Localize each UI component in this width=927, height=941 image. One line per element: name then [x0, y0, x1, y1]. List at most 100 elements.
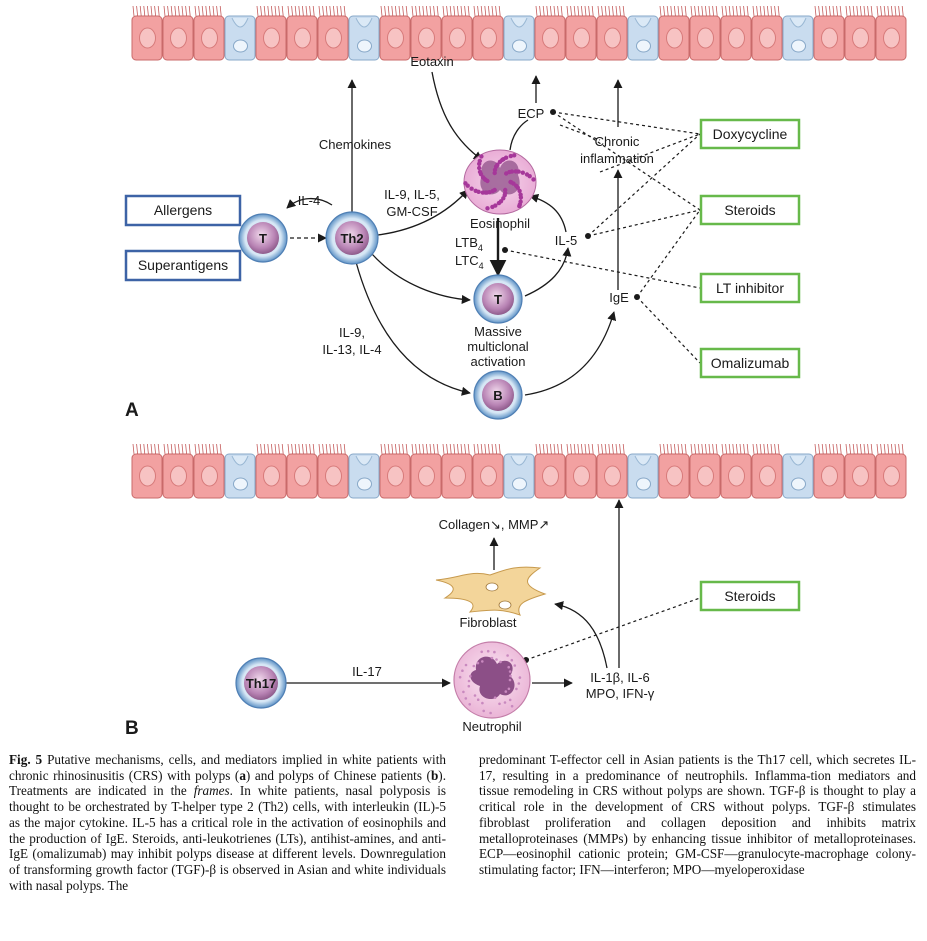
panel-a-arrows [286, 71, 623, 396]
eosinophil-granule [497, 159, 503, 164]
eosinophil-granule [517, 188, 522, 194]
epithelial-cell [317, 443, 349, 499]
eosinophil-granule [477, 165, 482, 171]
svg-text:Doxycycline: Doxycycline [713, 126, 788, 142]
eosinophil-granule [503, 190, 508, 196]
neutrophil-granule [504, 690, 508, 693]
eosinophil-granule [517, 203, 522, 209]
svg-text:Allergens: Allergens [154, 202, 212, 218]
neutrophil-granule [493, 696, 497, 699]
arrow-th2-il4-t [286, 197, 333, 209]
mpo-ifn-label: MPO, IFN-γ [586, 686, 655, 701]
neutrophil-granule [473, 694, 477, 697]
th2-cell: Th2 [325, 211, 379, 265]
goblet-cell [224, 453, 256, 499]
goblet-cell [782, 15, 814, 61]
th17-cell: Th17 [235, 657, 287, 709]
svg-text:Steroids: Steroids [724, 202, 775, 218]
epithelial-cell [596, 443, 628, 499]
arrow-th2-t [371, 253, 471, 304]
neutrophil-granule [480, 650, 484, 654]
allergens-frame: Allergens [124, 194, 242, 227]
neutrophil-granule [482, 709, 486, 713]
inflammation-label: inflammation [580, 151, 654, 166]
neutrophil-granule [486, 649, 490, 653]
epithelial-cell [534, 443, 566, 499]
eosinophil-granule [512, 153, 517, 158]
epithelial-cell [472, 5, 504, 61]
panel-b-label: B [125, 718, 139, 739]
t-cell-label: T [259, 231, 267, 246]
arrow-th2-b [355, 261, 471, 396]
epithelium-layer-a [131, 5, 907, 61]
epithelial-cell [658, 5, 690, 61]
goblet-cell [503, 453, 535, 499]
neutrophil-granule [515, 687, 518, 691]
neutrophil-granule [476, 661, 480, 665]
neutrophil-granule [508, 670, 512, 673]
eosinophil-granule [482, 176, 487, 182]
eosinophil-granule [501, 157, 506, 162]
goblet-cell [503, 15, 535, 61]
epithelial-cell [565, 443, 597, 499]
chemokines-label: Chemokines [319, 137, 392, 152]
epithelial-cell [720, 443, 752, 499]
epithelial-cell [689, 5, 721, 61]
epithelial-cell [441, 5, 473, 61]
ltc4-label: LTC4 [455, 253, 484, 271]
ecp-label: ECP [518, 106, 545, 121]
multiclonal-label: multiclonal [467, 339, 529, 354]
eosinophil-granule [513, 169, 518, 174]
goblet-cell [224, 15, 256, 61]
eosinophil-granule [518, 192, 523, 197]
epithelial-cell [162, 5, 194, 61]
eosinophil-granule [507, 169, 512, 175]
neutrophil-granule [507, 687, 511, 691]
arrow-eotaxin-eosinophil [431, 71, 483, 161]
epithelial-cell [813, 443, 845, 499]
epithelial-cell [689, 443, 721, 499]
il17-label: IL-17 [352, 664, 382, 679]
th2-cell-label: Th2 [340, 231, 363, 246]
chronic-label: Chronic [595, 134, 640, 149]
neutrophil-granule [517, 682, 521, 685]
epithelium-layer-b [131, 443, 907, 499]
epithelial-cell [875, 443, 907, 499]
neutrophil-granule [490, 656, 494, 660]
goblet-cell [627, 15, 659, 61]
eosinophil-label: Eosinophil [470, 216, 530, 231]
epithelial-cell [844, 5, 876, 61]
eosinophil-granule [487, 190, 492, 195]
svg-text:LT inhibitor: LT inhibitor [716, 280, 784, 296]
neutrophil-granule [506, 654, 509, 657]
panel-a-label: A [125, 400, 139, 421]
eosinophil-granule [514, 183, 519, 188]
caption-right-column: predominant T-effector cell in Asian pat… [479, 752, 916, 877]
eosinophil-granule [524, 172, 530, 177]
epithelial-cell [193, 5, 225, 61]
epithelial-cell [751, 443, 783, 499]
eosinophil-granule [508, 153, 513, 159]
b-cell: B [473, 370, 523, 420]
neutrophil-granule [508, 698, 512, 702]
neutrophil-granule [464, 663, 468, 667]
epithelial-cell [193, 443, 225, 499]
steroids-frame-a: Steroids [699, 194, 801, 226]
epithelial-cell [596, 5, 628, 61]
figure-diagram: T Th2 T B Allergens Superantigens Doxycy… [124, 5, 907, 739]
epithelial-cell [441, 443, 473, 499]
epithelial-cell [658, 443, 690, 499]
goblet-cell [627, 453, 659, 499]
neutrophil-granule [467, 679, 471, 683]
doxycycline-frame: Doxycycline [699, 118, 801, 150]
steroids-line-b [525, 597, 701, 661]
neutrophil-granule [510, 658, 514, 662]
fibroblast-label: Fibroblast [459, 615, 516, 630]
massive-label: Massive [474, 324, 522, 339]
neutrophil-granule [498, 702, 501, 706]
eosinophil-granule [498, 199, 504, 204]
neutrophil-granule [461, 669, 464, 672]
arrow-il1-fibroblast [554, 601, 608, 669]
epithelial-cell [255, 443, 287, 499]
il5-label: IL-5 [555, 233, 577, 248]
